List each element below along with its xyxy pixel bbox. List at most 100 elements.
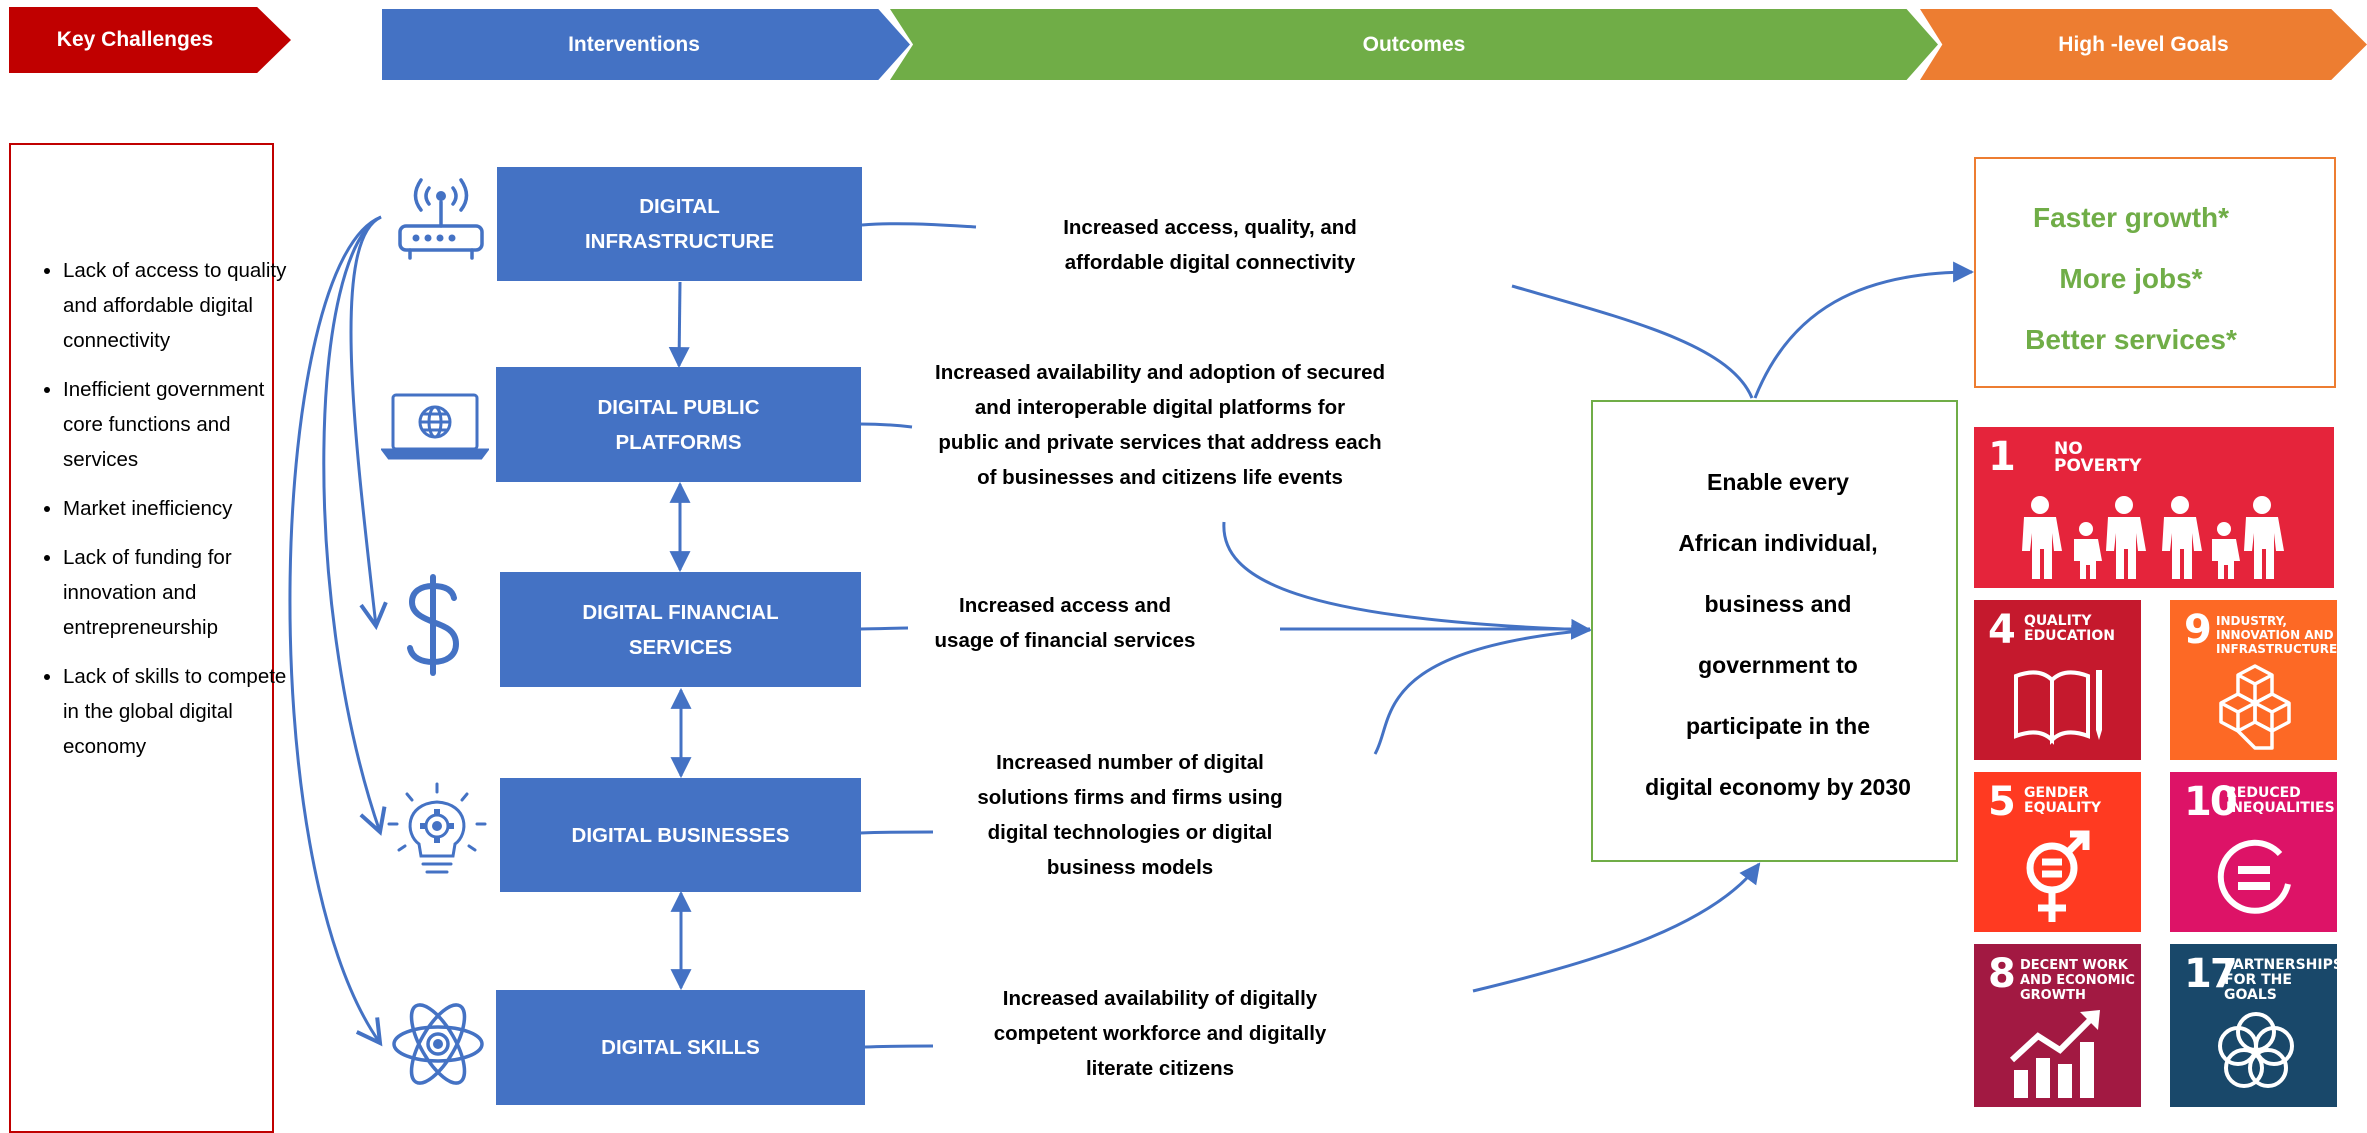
challenge-item: Lack of funding for innovation and entre… xyxy=(63,540,303,645)
sdg-number: 9 xyxy=(2184,607,2212,653)
arrow-infra-to-public xyxy=(668,281,690,369)
gender-equality-icon xyxy=(2026,830,2090,922)
goal-item: More jobs* xyxy=(2059,263,2203,294)
outcomes-header: Outcomes xyxy=(890,9,1938,80)
outcome-connectivity: Increased access, quality, and affordabl… xyxy=(1000,210,1420,280)
intervention-label: DIGITAL PUBLIC xyxy=(597,395,760,419)
interventions-label: Interventions xyxy=(568,32,700,56)
goals-list: Faster growth* More jobs* Better service… xyxy=(1976,187,2286,370)
sdg-label: GENDER EQUALITY xyxy=(2024,785,2102,816)
sdg-tile-17: 17 PARTNERSHIPS FOR THE GOALS xyxy=(2170,944,2337,1107)
outcome-line: digital technologies or digital xyxy=(987,821,1273,844)
goal-item: Faster growth* xyxy=(2032,202,2230,233)
book-pen-icon xyxy=(2014,670,2102,745)
challenge-item: Lack of access to quality and affordable… xyxy=(63,253,303,358)
outcome-line: Increased number of digital xyxy=(996,751,1264,774)
outcome-line: competent workforce and digitally xyxy=(993,1022,1327,1045)
goals-box: Faster growth* More jobs* Better service… xyxy=(1974,157,2336,388)
outcome-financial: Increased access and usage of financial … xyxy=(900,588,1230,658)
cubes-icon xyxy=(2219,664,2291,750)
growth-chart-icon xyxy=(2009,1010,2100,1098)
outcome-line: literate citizens xyxy=(1085,1057,1235,1080)
sdg-label: QUALITY EDUCATION xyxy=(2024,613,2115,644)
sdg-tile-1: 1 NO POVERTY xyxy=(1974,427,2334,588)
challenge-item: Lack of skills to compete in the global … xyxy=(63,659,303,764)
intervention-digital-skills: DIGITAL SKILLS xyxy=(496,990,865,1105)
challenges-list: Lack of access to quality and affordable… xyxy=(23,253,303,778)
atom-icon xyxy=(392,1003,484,1085)
outcome-line: Increased availability and adoption of s… xyxy=(935,361,1385,384)
intervention-digital-businesses: DIGITAL BUSINESSES xyxy=(500,778,861,892)
connector-business-outcome xyxy=(859,830,934,835)
vision-line: Enable every xyxy=(1707,469,1849,495)
vision-box: Enable every African individual, busines… xyxy=(1591,400,1958,862)
intervention-digital-infrastructure: DIGITAL INFRASTRUCTURE xyxy=(497,167,862,281)
outcome-line: Increased access and xyxy=(959,594,1171,617)
challenge-item: Market inefficiency xyxy=(63,491,303,526)
outcomes-label: Outcomes xyxy=(1362,32,1466,56)
high-level-goals-header: High -level Goals xyxy=(1920,9,2367,80)
sdg-tile-10: 10 REDUCED INEQUALITIES xyxy=(2170,772,2337,932)
sdg-tile-5: 5 GENDER EQUALITY xyxy=(1974,772,2141,932)
challenges-box: Lack of access to quality and affordable… xyxy=(9,143,286,1133)
lightbulb-gear-icon xyxy=(387,782,487,874)
arrow-outcome2-vision xyxy=(1222,521,1593,640)
challenge-item: Inefficient government core functions an… xyxy=(63,372,303,477)
bracket-to-financial xyxy=(349,215,388,631)
connector-infra-outcome xyxy=(861,222,977,229)
outcome-line: Increased access, quality, and xyxy=(1063,216,1357,239)
intervention-label: DIGITAL SKILLS xyxy=(601,1036,760,1059)
connector-skills-outcome xyxy=(864,1044,934,1049)
vision-line: business and xyxy=(1704,591,1852,617)
outcome-line: affordable digital connectivity xyxy=(1064,251,1356,274)
key-challenges-label: Key Challenges xyxy=(56,28,214,51)
intervention-label: DIGITAL BUSINESSES xyxy=(571,823,790,847)
interventions-header: Interventions xyxy=(382,9,910,80)
vision-line: digital economy by 2030 xyxy=(1645,774,1911,800)
sdg-tile-4: 4 QUALITY EDUCATION xyxy=(1974,600,2141,760)
vision-line: government to xyxy=(1698,652,1858,678)
connector-public-outcome xyxy=(859,422,913,429)
sdg-number: 1 xyxy=(1988,434,2016,480)
sdg-label: PARTNERSHIPS FOR THE GOALS xyxy=(2224,957,2337,1003)
high-level-goals-label: High -level Goals xyxy=(2058,32,2229,56)
sdg-label: NO POVERTY xyxy=(2054,439,2142,476)
intervention-label: DIGITAL FINANCIAL xyxy=(582,600,779,624)
outcome-line: solutions firms and firms using xyxy=(977,786,1283,809)
sdg-label: DECENT WORK AND ECONOMIC GROWTH xyxy=(2020,958,2135,1003)
sdg-tile-8: 8 DECENT WORK AND ECONOMIC GROWTH xyxy=(1974,944,2141,1107)
vision-text: Enable every African individual, busines… xyxy=(1618,452,1938,818)
connector-financial-outcome xyxy=(859,626,909,631)
outcome-line: Increased availability of digitally xyxy=(1002,987,1318,1010)
outcome-platforms: Increased availability and adoption of s… xyxy=(900,355,1420,495)
outcome-line: of businesses and citizens life events xyxy=(977,466,1343,489)
sdg-label: INDUSTRY, INNOVATION AND INFRASTRUCTURE xyxy=(2216,614,2337,656)
key-challenges-header: Key Challenges xyxy=(9,7,291,73)
sdg-label: REDUCED INEQUALITIES xyxy=(2226,785,2335,816)
arrow-outcome5-vision xyxy=(1472,862,1761,993)
arrow-vision-goals xyxy=(1753,261,1975,399)
laptop-globe-icon xyxy=(381,393,489,460)
intervention-label: PLATFORMS xyxy=(615,430,742,454)
intervention-label: INFRASTRUCTURE xyxy=(584,230,775,253)
sdg-number: 17 xyxy=(2184,951,2238,997)
wifi-router-icon xyxy=(398,178,484,260)
arrow-outcome4-vision xyxy=(1373,628,1591,755)
sdg-tile-9: 9 INDUSTRY, INNOVATION AND INFRASTRUCTUR… xyxy=(2170,600,2337,760)
bracket-to-businesses xyxy=(322,215,387,836)
outcome-businesses: Increased number of digital solutions fi… xyxy=(930,745,1330,885)
outcome-line: usage of financial services xyxy=(934,629,1196,652)
intervention-digital-public-platforms: DIGITAL PUBLIC PLATFORMS xyxy=(496,367,861,482)
sdg-number: 8 xyxy=(1988,951,2016,997)
outcome-line: business models xyxy=(1046,856,1214,879)
outcome-line: and interoperable digital platforms for xyxy=(974,396,1346,419)
arrow-outcome1-vision xyxy=(1511,284,1754,399)
intervention-label: SERVICES xyxy=(628,635,733,659)
goal-item: Better services* xyxy=(2025,324,2237,355)
sdg-number: 5 xyxy=(1988,779,2016,825)
intervention-label: DIGITAL xyxy=(639,195,720,218)
rings-flower-icon xyxy=(2218,1012,2294,1088)
family-icon xyxy=(2022,496,2284,579)
sdg-number: 10 xyxy=(2184,779,2238,825)
outcome-line: public and private services that address… xyxy=(938,431,1382,454)
